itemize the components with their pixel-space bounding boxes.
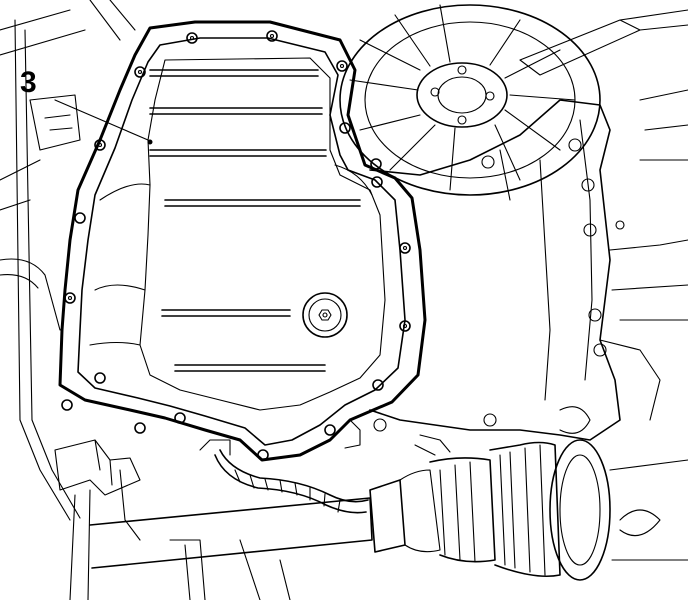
callout-3-label: 3: [20, 66, 37, 99]
left-sensor-bracket: [54, 439, 141, 600]
drive-shaft: [89, 439, 688, 581]
wiring-harness: [169, 419, 451, 600]
oil-pan: [58, 20, 427, 462]
transmission-case: [369, 89, 688, 441]
oil-pan-bolts: [61, 30, 411, 461]
callout-3-leader: [54, 99, 153, 145]
flywheel-housing: [339, 4, 688, 196]
left-frame-lines: [0, 0, 136, 521]
